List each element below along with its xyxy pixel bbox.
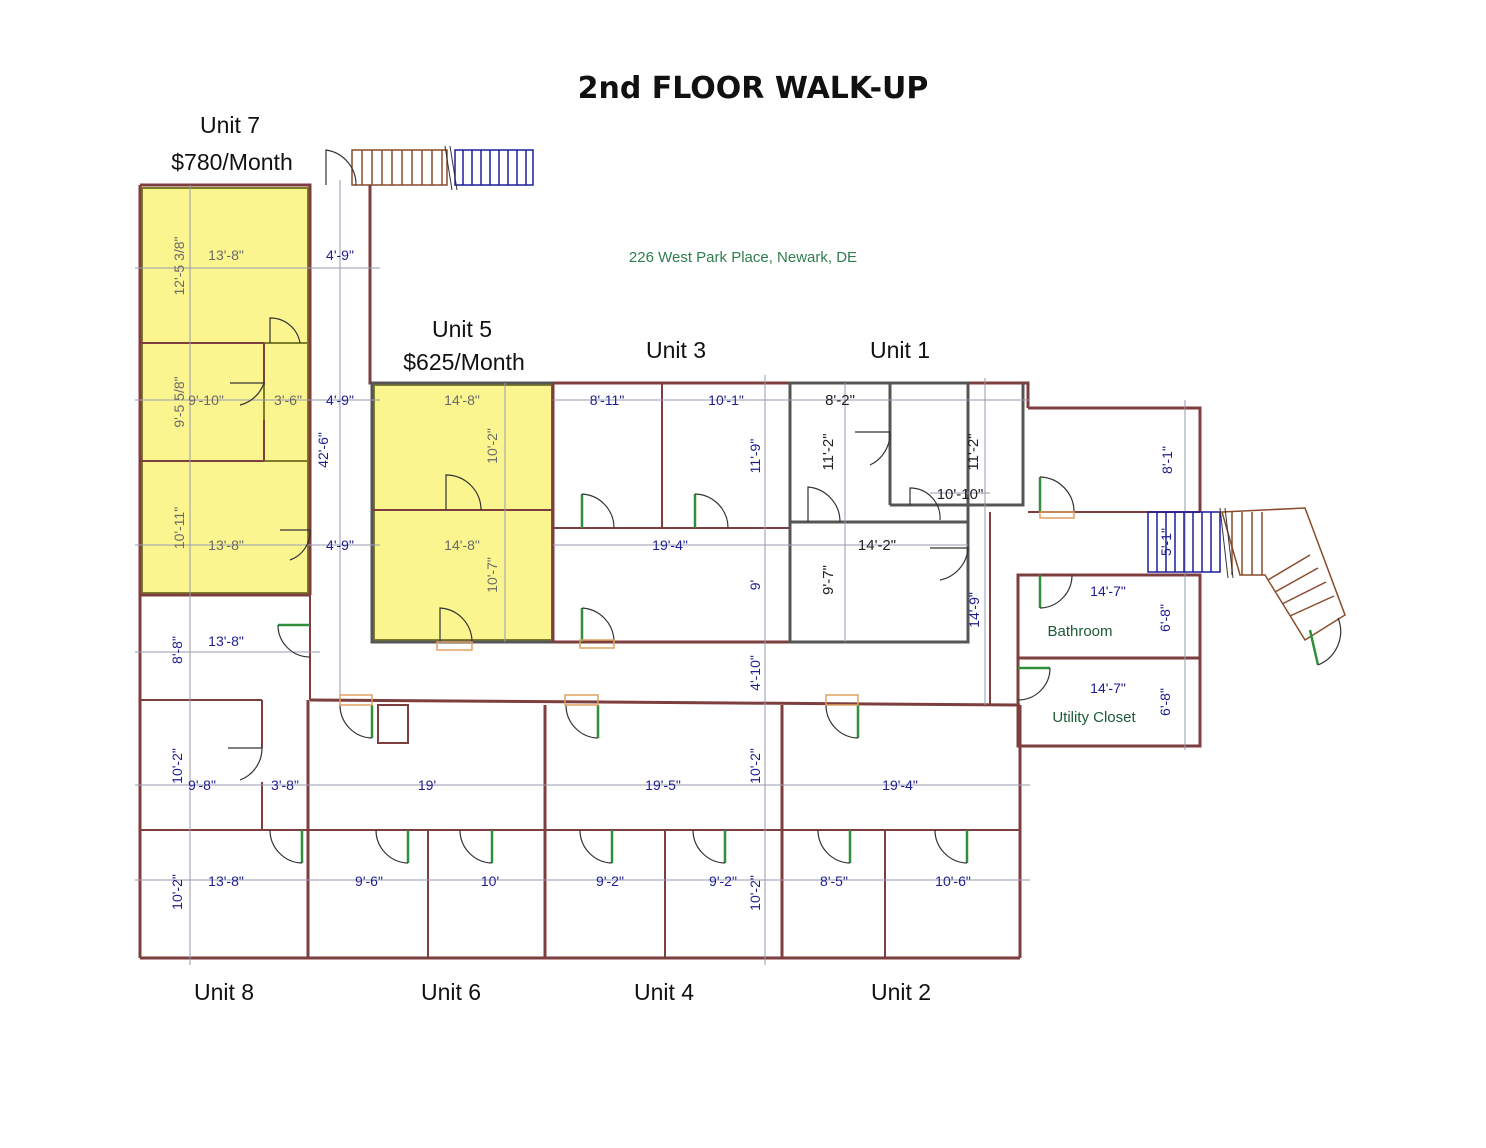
dim-text: 14'-7" — [1090, 680, 1126, 696]
utility-closet-label: Utility Closet — [1052, 709, 1136, 726]
dim-text: 11'-2" — [965, 433, 982, 470]
dim-text: 10'-2" — [169, 748, 185, 784]
unit-8-label: Unit 8 — [194, 979, 254, 1005]
dim-text: 9'-8" — [188, 777, 216, 793]
address-text: 226 West Park Place, Newark, DE — [629, 249, 857, 266]
dim-text: 9'-2" — [709, 873, 737, 889]
unit-5-label: Unit 5 — [432, 316, 492, 342]
dim-text: 10'-2" — [484, 428, 500, 464]
dim-text: 14'-2" — [858, 537, 896, 554]
dim-text: 14'-7" — [1090, 583, 1126, 599]
dim-text: 10'-11" — [171, 507, 187, 549]
dim-text: 14'-8" — [444, 392, 480, 408]
dim-text: 12'-5 3/8" — [171, 236, 187, 295]
dim-text: 14'-8" — [444, 537, 480, 553]
dim-text: 9'-5 5/8" — [171, 376, 187, 427]
dim-text: 10'-6" — [935, 873, 971, 889]
dim-text: 8'-11" — [590, 392, 625, 408]
dim-text: 13'-8" — [208, 873, 244, 889]
dim-text: 42'-6" — [315, 432, 331, 468]
doors — [228, 317, 1075, 864]
building-walls — [138, 183, 1202, 960]
unit-7 — [141, 187, 309, 594]
dim-text: 4'-10" — [747, 655, 763, 691]
dim-text: 3'-8" — [271, 777, 299, 793]
dim-text: 11'-9" — [747, 439, 763, 474]
north-stairs — [351, 145, 534, 191]
dim-text: 19' — [418, 777, 436, 793]
dim-text: 4'-9" — [326, 247, 354, 263]
unit-7-label: Unit 7 — [200, 112, 260, 138]
unit-4-label: Unit 4 — [634, 979, 694, 1005]
dim-text: 13'-8" — [208, 537, 244, 553]
unit-5-price: $625/Month — [403, 349, 524, 375]
dim-text: 3'-6" — [274, 392, 302, 408]
dim-text: 13'-8" — [208, 247, 244, 263]
bathroom-label: Bathroom — [1047, 623, 1112, 640]
dim-text: 8'-1" — [1159, 446, 1175, 474]
unit-2-label: Unit 2 — [871, 979, 931, 1005]
unit-1-label: Unit 1 — [870, 337, 930, 363]
dimension-lines — [135, 180, 1186, 965]
dim-text: 10'-1" — [708, 392, 744, 408]
dim-text: 13'-8" — [208, 633, 244, 649]
dim-text: 6'-8" — [1157, 688, 1173, 716]
dim-text: 19'-4" — [652, 537, 688, 553]
dim-text: 14'-9" — [966, 592, 982, 628]
dim-text: 8'-2" — [825, 392, 855, 409]
page-title: 2nd FLOOR WALK-UP — [578, 71, 929, 106]
unit-5 — [373, 384, 553, 641]
dim-text: 5'-1" — [1158, 528, 1174, 556]
dim-text: 10'-2" — [747, 748, 763, 784]
dim-text: 19'-5" — [645, 777, 681, 793]
dim-text: 8'-5" — [820, 873, 848, 889]
dim-text: 10' — [481, 873, 499, 889]
dim-text: 4'-9" — [326, 392, 354, 408]
east-stairs — [1147, 507, 1346, 666]
dim-text: 19'-4" — [882, 777, 918, 793]
dim-text: 9'-6" — [355, 873, 383, 889]
dim-text: 10'-7" — [484, 557, 500, 593]
unit-3-label: Unit 3 — [646, 337, 706, 363]
dim-text: 10'-2" — [747, 875, 763, 911]
dim-text: 11'-2" — [820, 433, 837, 470]
north-entry-door — [325, 149, 357, 186]
dim-text: 10'-2" — [169, 874, 185, 910]
dim-text: 9'-2" — [596, 873, 624, 889]
unit-7-price: $780/Month — [171, 149, 292, 175]
dim-text: 10'-10" — [937, 486, 984, 503]
dim-text: 8'-8" — [169, 636, 185, 664]
dim-text: 9'-7" — [820, 565, 837, 595]
unit-6-label: Unit 6 — [421, 979, 481, 1005]
dim-text: 9' — [747, 580, 763, 590]
dim-text: 9'-10" — [188, 392, 224, 408]
dim-text: 4'-9" — [326, 537, 354, 553]
dim-text: 6'-8" — [1157, 604, 1173, 632]
